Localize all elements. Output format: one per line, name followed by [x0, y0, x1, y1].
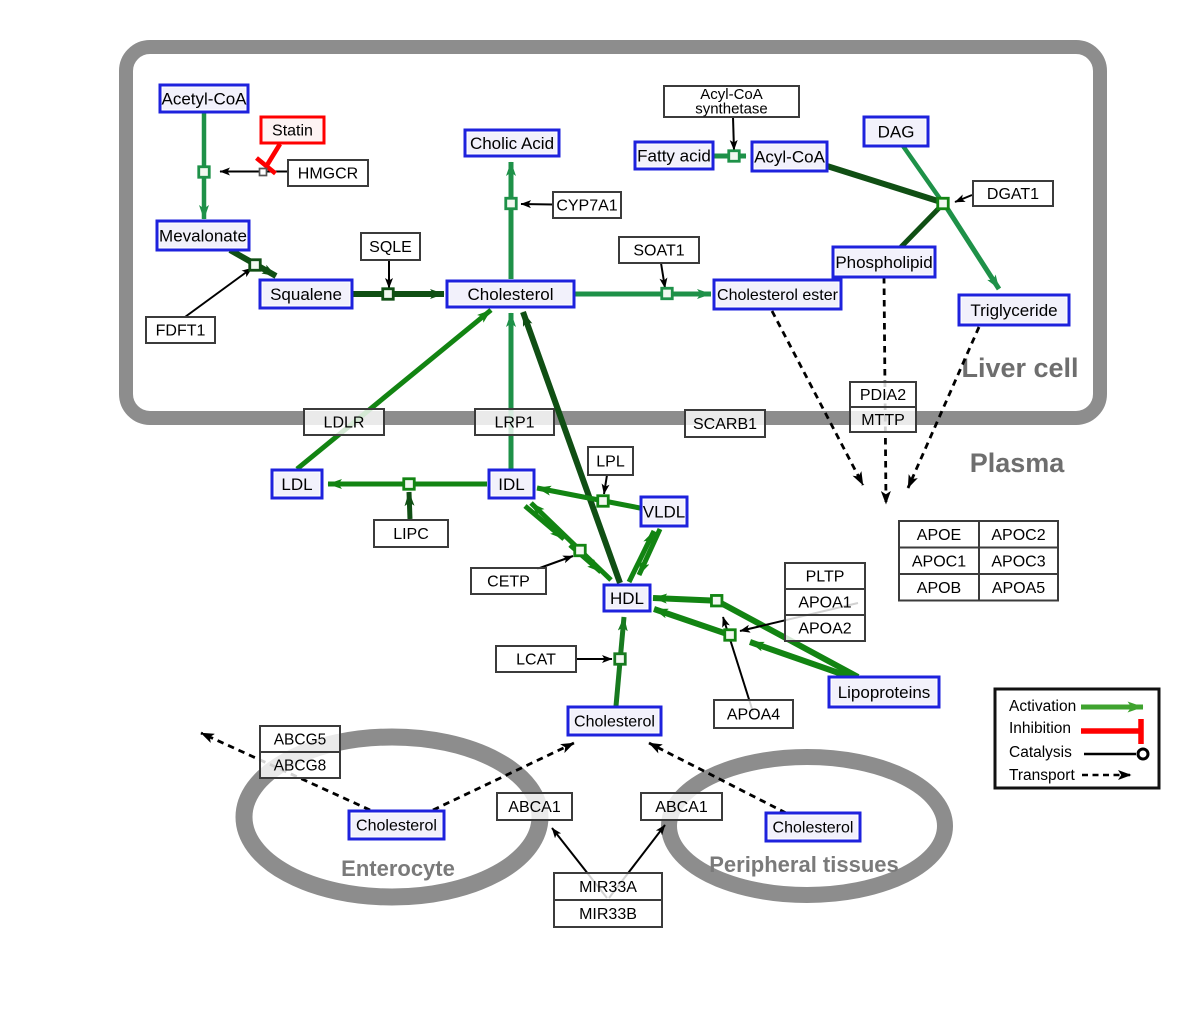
svg-text:Liver cell: Liver cell [961, 353, 1078, 383]
svg-text:Phospholipid: Phospholipid [835, 253, 932, 272]
svg-text:LCAT: LCAT [516, 652, 556, 669]
svg-text:APOE: APOE [917, 527, 961, 544]
svg-text:DGAT1: DGAT1 [987, 186, 1039, 203]
svg-text:Lipoproteins: Lipoproteins [838, 683, 931, 702]
svg-text:Mevalonate: Mevalonate [159, 226, 247, 245]
svg-text:Inhibition: Inhibition [1009, 720, 1071, 737]
svg-text:Plasma: Plasma [970, 448, 1066, 478]
svg-text:Transport: Transport [1009, 767, 1075, 784]
svg-text:Cholic Acid: Cholic Acid [470, 134, 554, 153]
svg-text:MIR33B: MIR33B [579, 906, 637, 923]
svg-text:Triglyceride: Triglyceride [970, 301, 1057, 320]
svg-text:APOA1: APOA1 [798, 595, 851, 612]
svg-text:synthetase: synthetase [695, 101, 768, 118]
svg-text:HDL: HDL [610, 589, 644, 608]
svg-text:APOB: APOB [917, 580, 961, 597]
svg-text:APOC2: APOC2 [991, 527, 1045, 544]
svg-text:Cholesterol: Cholesterol [773, 820, 854, 837]
svg-text:MIR33A: MIR33A [579, 879, 637, 896]
svg-text:ABCG8: ABCG8 [274, 757, 327, 774]
svg-text:Acyl-CoA: Acyl-CoA [754, 147, 826, 166]
svg-text:Catalysis: Catalysis [1009, 744, 1072, 761]
svg-text:Fatty acid: Fatty acid [637, 146, 711, 165]
svg-text:Cholesterol: Cholesterol [574, 714, 655, 731]
svg-text:Enterocyte: Enterocyte [341, 856, 455, 881]
svg-text:MTTP: MTTP [861, 412, 905, 429]
svg-text:LDLR: LDLR [324, 415, 365, 432]
svg-text:Cholesterol: Cholesterol [356, 818, 437, 835]
svg-text:FDFT1: FDFT1 [156, 323, 206, 340]
svg-text:APOC3: APOC3 [991, 553, 1045, 570]
svg-text:Acetyl-CoA: Acetyl-CoA [161, 89, 247, 108]
svg-text:LPL: LPL [596, 454, 625, 471]
svg-text:APOA5: APOA5 [992, 580, 1045, 597]
svg-text:Cholesterol ester: Cholesterol ester [717, 287, 839, 304]
svg-text:Cholesterol: Cholesterol [468, 285, 554, 304]
svg-text:Squalene: Squalene [270, 285, 342, 304]
svg-text:IDL: IDL [498, 475, 524, 494]
svg-text:Statin: Statin [272, 123, 313, 140]
svg-text:LDL: LDL [281, 475, 312, 494]
svg-text:PLTP: PLTP [806, 569, 845, 586]
svg-text:ABCA1: ABCA1 [655, 799, 708, 816]
svg-text:VLDL: VLDL [643, 502, 686, 521]
svg-text:DAG: DAG [878, 122, 915, 141]
svg-text:Acyl-CoA: Acyl-CoA [700, 86, 763, 103]
svg-text:PDIA2: PDIA2 [860, 387, 906, 404]
svg-text:CYP7A1: CYP7A1 [556, 198, 617, 215]
svg-text:Peripheral tissues: Peripheral tissues [709, 852, 899, 877]
svg-text:LRP1: LRP1 [494, 415, 534, 432]
svg-text:HMGCR: HMGCR [298, 166, 358, 183]
svg-text:SQLE: SQLE [369, 239, 412, 256]
svg-text:SOAT1: SOAT1 [633, 243, 684, 260]
svg-text:Activation: Activation [1009, 698, 1076, 715]
svg-text:APOA4: APOA4 [727, 707, 780, 724]
svg-text:ABCG5: ABCG5 [274, 731, 327, 748]
svg-text:CETP: CETP [487, 574, 530, 591]
svg-text:APOC1: APOC1 [912, 553, 966, 570]
svg-text:APOA2: APOA2 [798, 621, 851, 638]
svg-text:LIPC: LIPC [393, 526, 429, 543]
svg-text:ABCA1: ABCA1 [508, 799, 561, 816]
svg-text:SCARB1: SCARB1 [693, 416, 757, 433]
